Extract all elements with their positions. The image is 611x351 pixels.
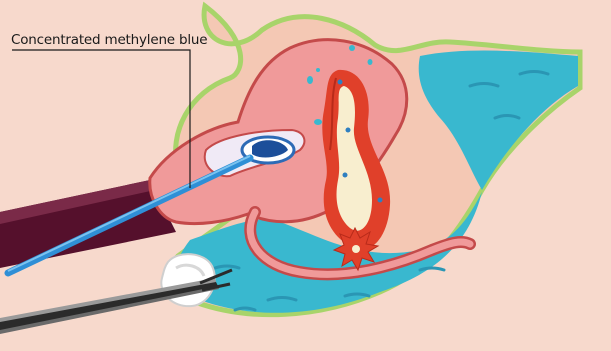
star-center — [352, 245, 360, 253]
methylene-blue-label: Concentrated methylene blue — [11, 32, 207, 48]
